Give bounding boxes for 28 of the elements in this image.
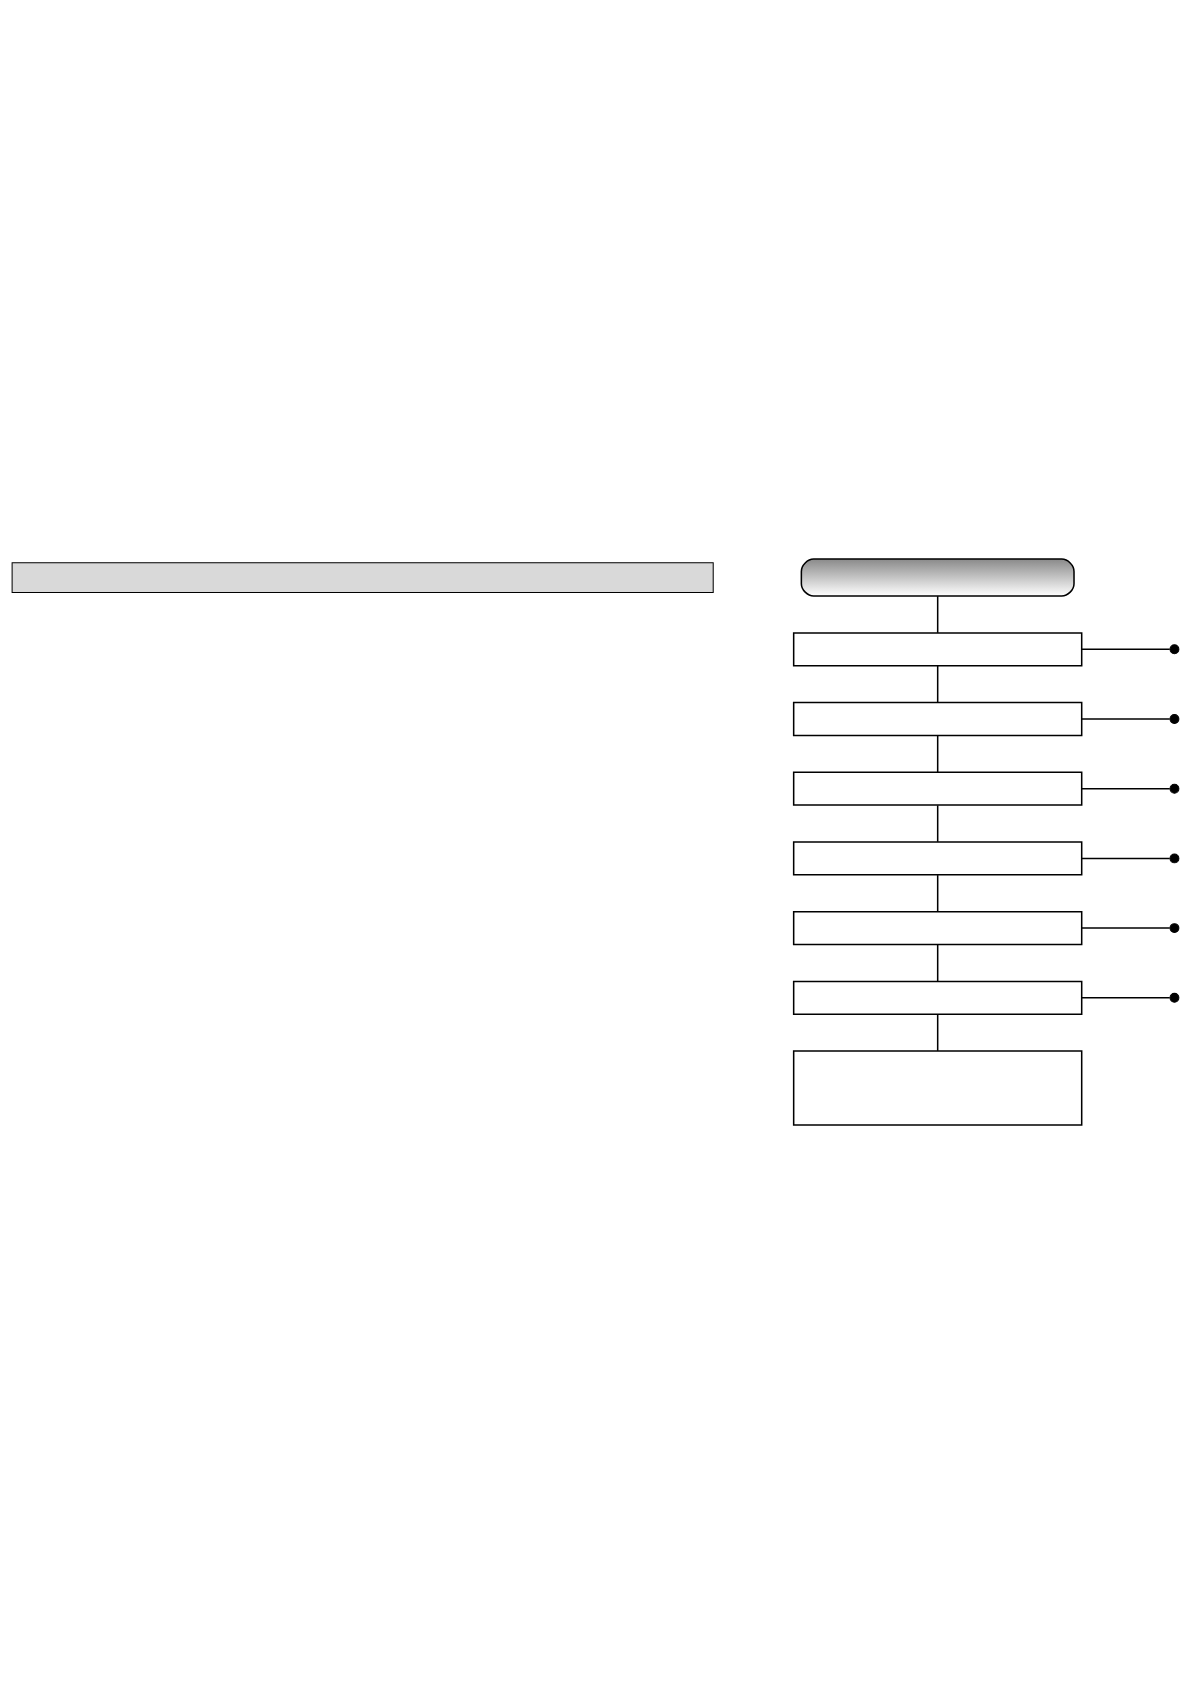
connector bbox=[1081, 787, 1171, 790]
node-box bbox=[792, 701, 1083, 737]
node-box bbox=[792, 771, 1083, 806]
connector bbox=[936, 595, 939, 634]
node-circle bbox=[1169, 714, 1180, 724]
connector bbox=[936, 734, 939, 773]
node-box bbox=[792, 632, 1083, 667]
node-box bbox=[792, 1050, 1083, 1126]
node-circle bbox=[1169, 923, 1180, 934]
connector bbox=[1081, 927, 1171, 929]
connector bbox=[936, 804, 939, 843]
connector bbox=[1081, 718, 1171, 720]
connector bbox=[936, 944, 939, 982]
connector bbox=[936, 1013, 939, 1052]
node-circle bbox=[1169, 644, 1180, 655]
node-box bbox=[792, 841, 1083, 876]
node-bar bbox=[11, 562, 714, 593]
connector bbox=[936, 874, 939, 913]
node-box bbox=[792, 980, 1083, 1015]
connector bbox=[1081, 857, 1171, 860]
node-circle bbox=[1169, 992, 1180, 1003]
connector bbox=[1081, 648, 1171, 651]
connector bbox=[1081, 997, 1171, 999]
node-circle bbox=[1169, 783, 1180, 794]
node-box bbox=[800, 558, 1075, 597]
connector bbox=[936, 665, 939, 704]
node-circle bbox=[1169, 853, 1180, 864]
node-box bbox=[792, 910, 1083, 946]
